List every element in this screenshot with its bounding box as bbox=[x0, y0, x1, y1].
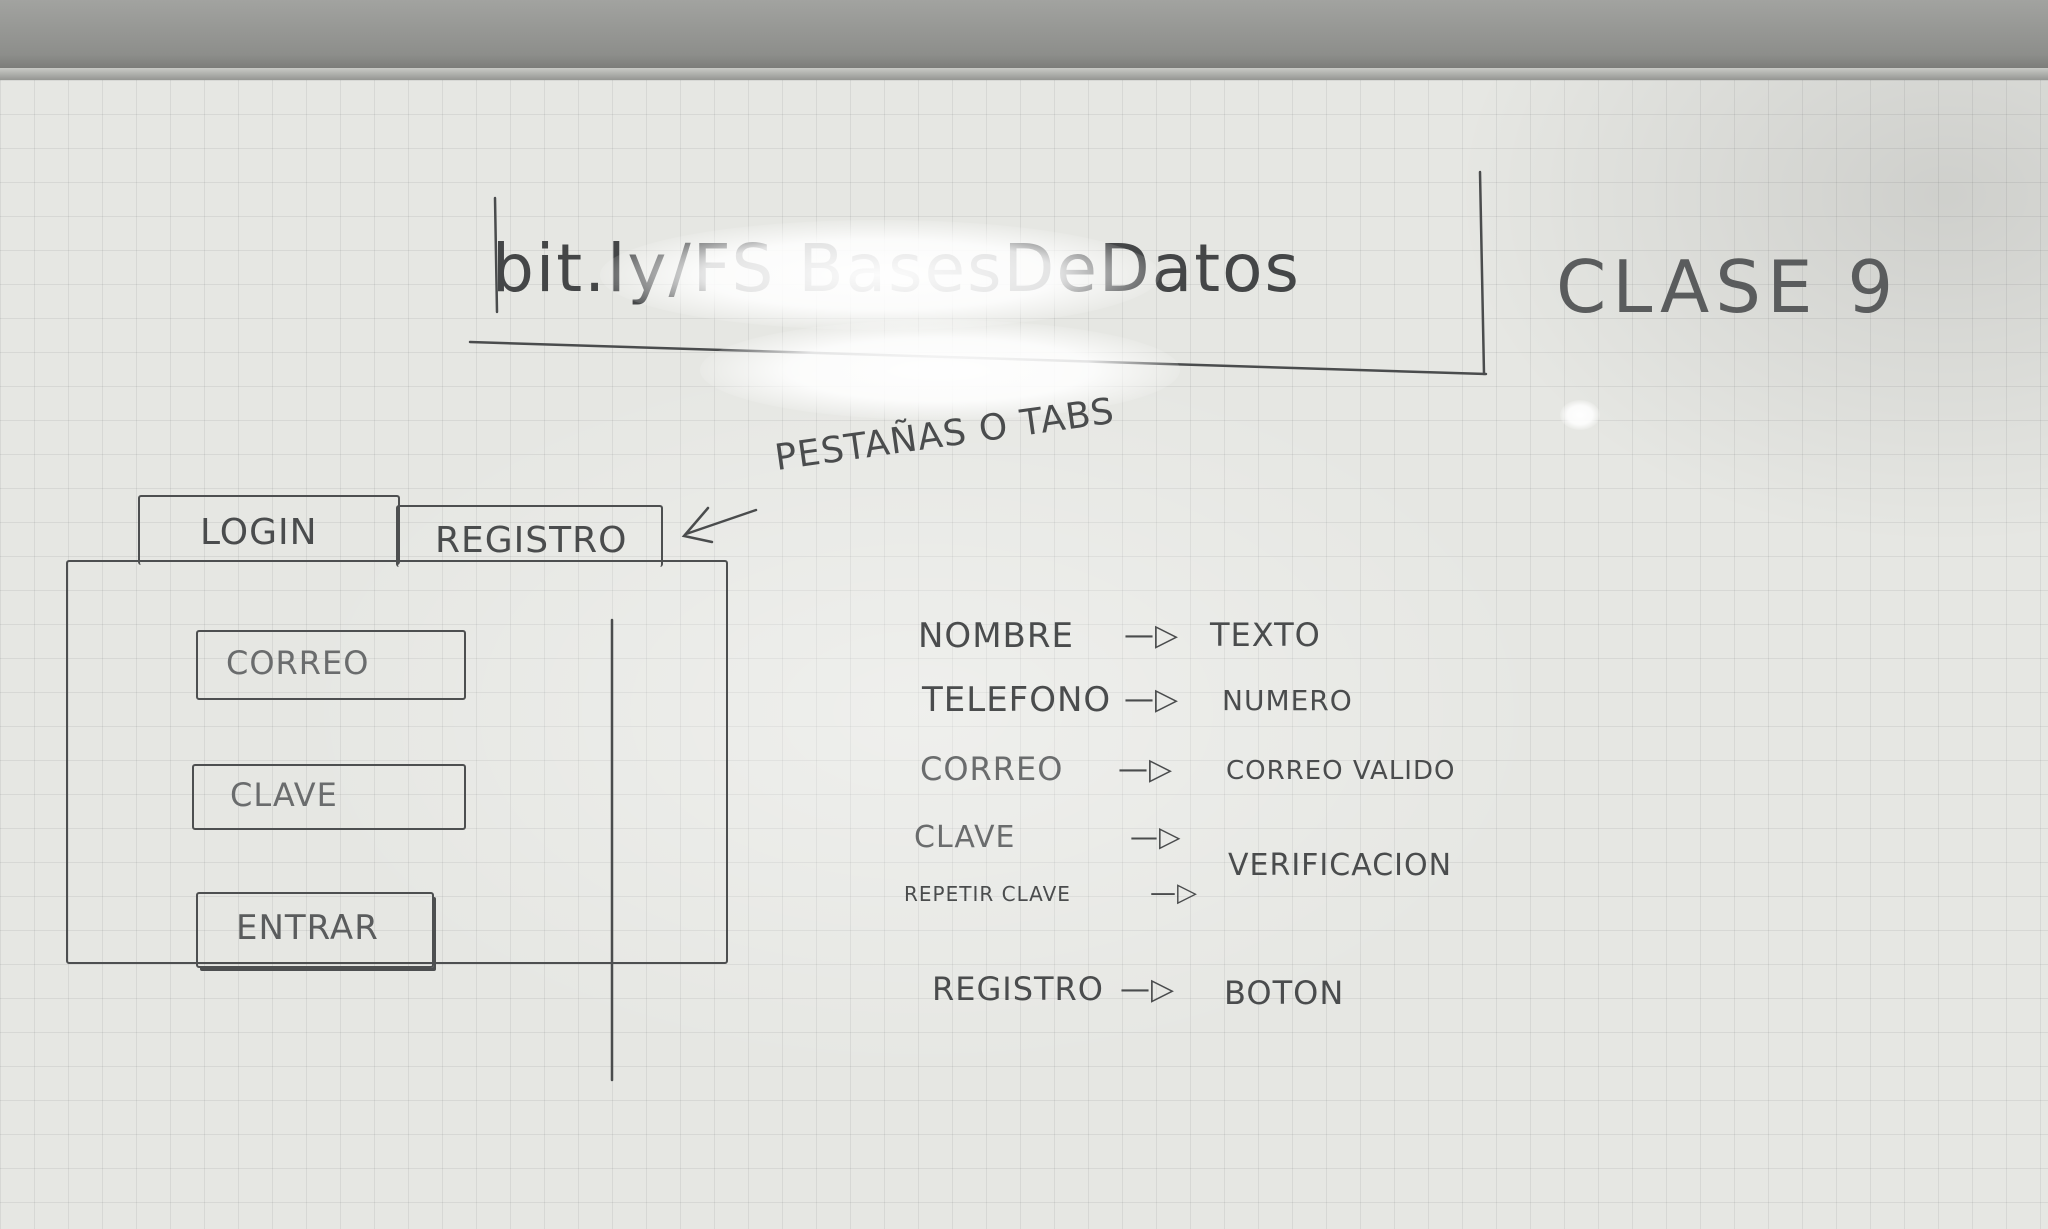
map-field-registro: REGISTRO bbox=[932, 970, 1104, 1008]
tab-login bbox=[138, 495, 400, 565]
window-frame bbox=[66, 560, 728, 964]
map-type-correo: CORREO VALIDO bbox=[1226, 756, 1456, 786]
entrar-button bbox=[196, 892, 434, 968]
map-field-repetir-clave: REPETIR CLAVE bbox=[904, 882, 1071, 906]
map-arrow-registro: —▷ bbox=[1120, 972, 1176, 1007]
tab-login-label: LOGIN bbox=[200, 512, 318, 553]
entrar-button-label: ENTRAR bbox=[236, 908, 379, 948]
tab-registro-label: REGISTRO bbox=[435, 520, 628, 561]
map-arrow-nombre: —▷ bbox=[1124, 618, 1180, 653]
correo-field bbox=[196, 630, 466, 700]
map-arrow-telefono: —▷ bbox=[1124, 682, 1180, 717]
map-field-clave: CLAVE bbox=[914, 820, 1016, 855]
map-type-registro: BOTON bbox=[1224, 974, 1345, 1012]
map-arrow-repetir-clave: —▷ bbox=[1150, 878, 1198, 908]
map-field-telefono: TELEFONO bbox=[922, 680, 1112, 720]
ceiling bbox=[0, 0, 2048, 78]
whiteboard: bit.ly/FS BasesDeDatos CLASE 9 PESTAÑAS … bbox=[0, 80, 2048, 1229]
marker-rail bbox=[0, 68, 2048, 82]
map-field-correo: CORREO bbox=[920, 750, 1064, 788]
clave-field-label: CLAVE bbox=[230, 776, 338, 814]
clave-field bbox=[192, 764, 466, 830]
map-type-telefono: NUMERO bbox=[1222, 684, 1353, 717]
map-field-nombre: NOMBRE bbox=[918, 616, 1074, 656]
map-arrow-correo: —▷ bbox=[1118, 752, 1174, 787]
map-arrow-clave: —▷ bbox=[1130, 820, 1182, 853]
tab-registro bbox=[396, 505, 663, 567]
class-label: CLASE 9 bbox=[1556, 245, 1900, 329]
map-type-clave: VERIFICACION bbox=[1228, 848, 1453, 883]
title-link-text: bit.ly/FS BasesDeDatos bbox=[492, 230, 1301, 307]
map-type-nombre: TEXTO bbox=[1210, 616, 1321, 654]
correo-field-label: CORREO bbox=[226, 644, 370, 682]
